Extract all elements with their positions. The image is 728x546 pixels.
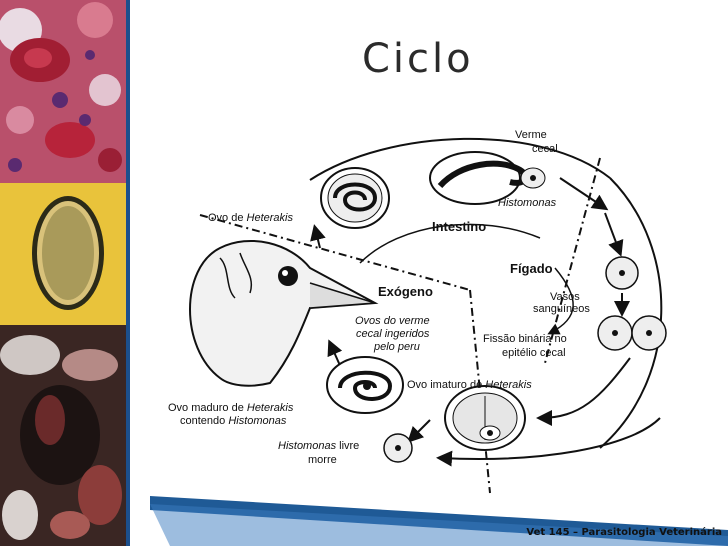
label-figado: Fígado bbox=[510, 261, 553, 276]
life-cycle-diagram: Verme cecal Histomonas Ovo de Heterakis … bbox=[168, 129, 667, 494]
accent-divider bbox=[126, 0, 130, 546]
binary-fission-cells-icon bbox=[597, 315, 667, 351]
outer-cycle-arc-right bbox=[599, 177, 663, 449]
inner-intestine-arc bbox=[359, 223, 541, 264]
arrow-to-free-egg bbox=[407, 419, 431, 443]
arrow-up-left bbox=[310, 224, 326, 249]
arrow-to-cell bbox=[559, 177, 609, 211]
label-fissao-line2: epitélio cecal bbox=[502, 347, 566, 359]
label-fissao-line1: Fissão binária no bbox=[483, 333, 567, 345]
label-cecal: cecal bbox=[532, 143, 558, 155]
heterakis-egg-photo bbox=[0, 183, 126, 325]
label-histomonas-top: Histomonas bbox=[498, 197, 557, 209]
heterakis-egg-icon bbox=[320, 167, 390, 229]
label-ovo-maduro: Ovo maduro de Heterakis bbox=[168, 402, 294, 414]
label-verme: Verme bbox=[515, 129, 547, 141]
bottom-return-arrow bbox=[436, 417, 661, 467]
bottom-ribbon bbox=[150, 496, 728, 546]
label-ovo-imaturo: Ovo imaturo de Heterakis bbox=[407, 379, 532, 391]
page-title: Ciclo bbox=[362, 36, 474, 82]
boundary-dashed-vertical bbox=[469, 289, 491, 494]
label-histomonas-livre: Histomonas livre bbox=[278, 440, 359, 452]
footer-course-label: Vet 145 – Parasitologia Veterinária bbox=[526, 527, 722, 538]
free-histomonas-icon bbox=[383, 433, 413, 463]
label-vasos: Vasos bbox=[550, 291, 580, 303]
label-contendo: contendo Histomonas bbox=[180, 415, 287, 427]
label-morre: morre bbox=[308, 454, 337, 466]
cecal-worm-icon bbox=[429, 151, 546, 205]
outer-cycle-arc bbox=[309, 137, 611, 181]
arrow-to-free bbox=[536, 357, 631, 426]
label-exogeno: Exógeno bbox=[378, 284, 433, 299]
turkey-head-icon bbox=[189, 240, 379, 387]
label-sanguineos: sanguíneos bbox=[533, 303, 590, 315]
label-ovos-line1: Ovos do verme bbox=[355, 315, 430, 327]
arrow-to-liver-cell bbox=[604, 212, 624, 257]
label-ovos-line2: cecal ingeridos bbox=[356, 328, 430, 340]
tissue-histology-photo bbox=[0, 0, 126, 183]
mature-egg-icon bbox=[326, 356, 404, 414]
histomonas-cell-icon bbox=[605, 256, 639, 290]
label-ovo-de-heterakis: Ovo de Heterakis bbox=[208, 212, 293, 224]
label-intestino: Intestino bbox=[432, 219, 486, 234]
necropsy-cecum-photo bbox=[0, 325, 126, 546]
immature-egg-icon bbox=[444, 385, 526, 451]
liver-arrow bbox=[547, 267, 574, 335]
label-ovos-line3: pelo peru bbox=[373, 341, 420, 353]
